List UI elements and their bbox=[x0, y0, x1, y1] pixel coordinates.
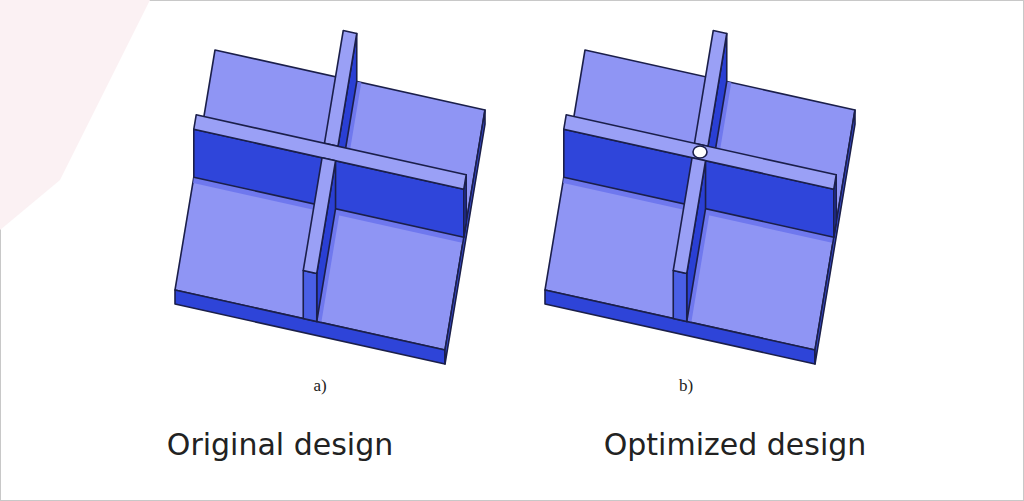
figure-label: a) bbox=[313, 376, 326, 396]
figure-label: b) bbox=[679, 376, 693, 396]
caption-label: Optimized design bbox=[604, 428, 867, 463]
caption-label: Original design bbox=[167, 428, 393, 463]
